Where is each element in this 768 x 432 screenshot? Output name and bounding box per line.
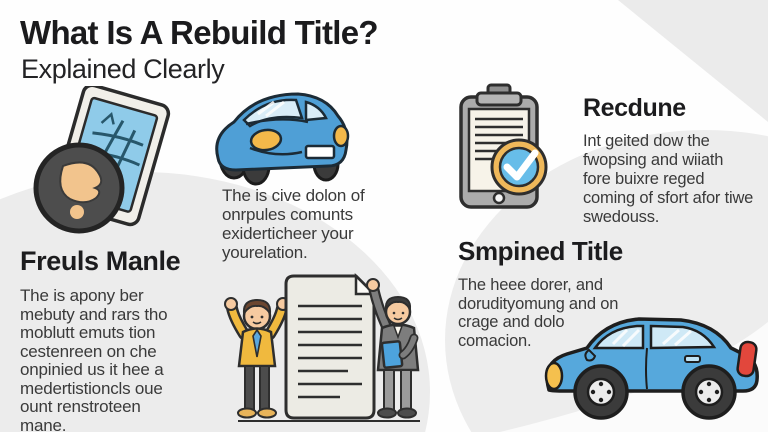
freuls-manle-text: The is apony ber mebuty and rars tho mob… [20,286,168,432]
car-side-icon [544,317,759,420]
page-title: What Is A Rebuild Title? [20,14,379,51]
page-subtitle: Explained Clearly [21,54,225,84]
header: What Is A Rebuild Title? Explained Clear… [20,14,379,85]
recdune-heading: Recdune [583,94,686,122]
car-overview-text: The is cive dolon of onrpules comunts ex… [222,186,365,262]
clipboard-check-icon [459,83,548,209]
car-front-icon [215,92,350,186]
smpined-title-heading: Smpined Title [458,236,623,266]
freuls-manle-heading: Freuls Manle [20,246,181,276]
section-recdune: Recdune Int geited dow the fwopsing and … [583,94,755,227]
section-smpined-title: Smpined Title The heee dorer, and dorudi… [458,236,648,350]
map-inspection-icon [33,86,171,234]
section-freuls-manle: Freuls Manle The is apony ber mebuty and… [20,246,198,432]
document-people-illustration [224,272,420,422]
recdune-text: Int geited dow the fwopsing and wiiath f… [583,132,754,226]
